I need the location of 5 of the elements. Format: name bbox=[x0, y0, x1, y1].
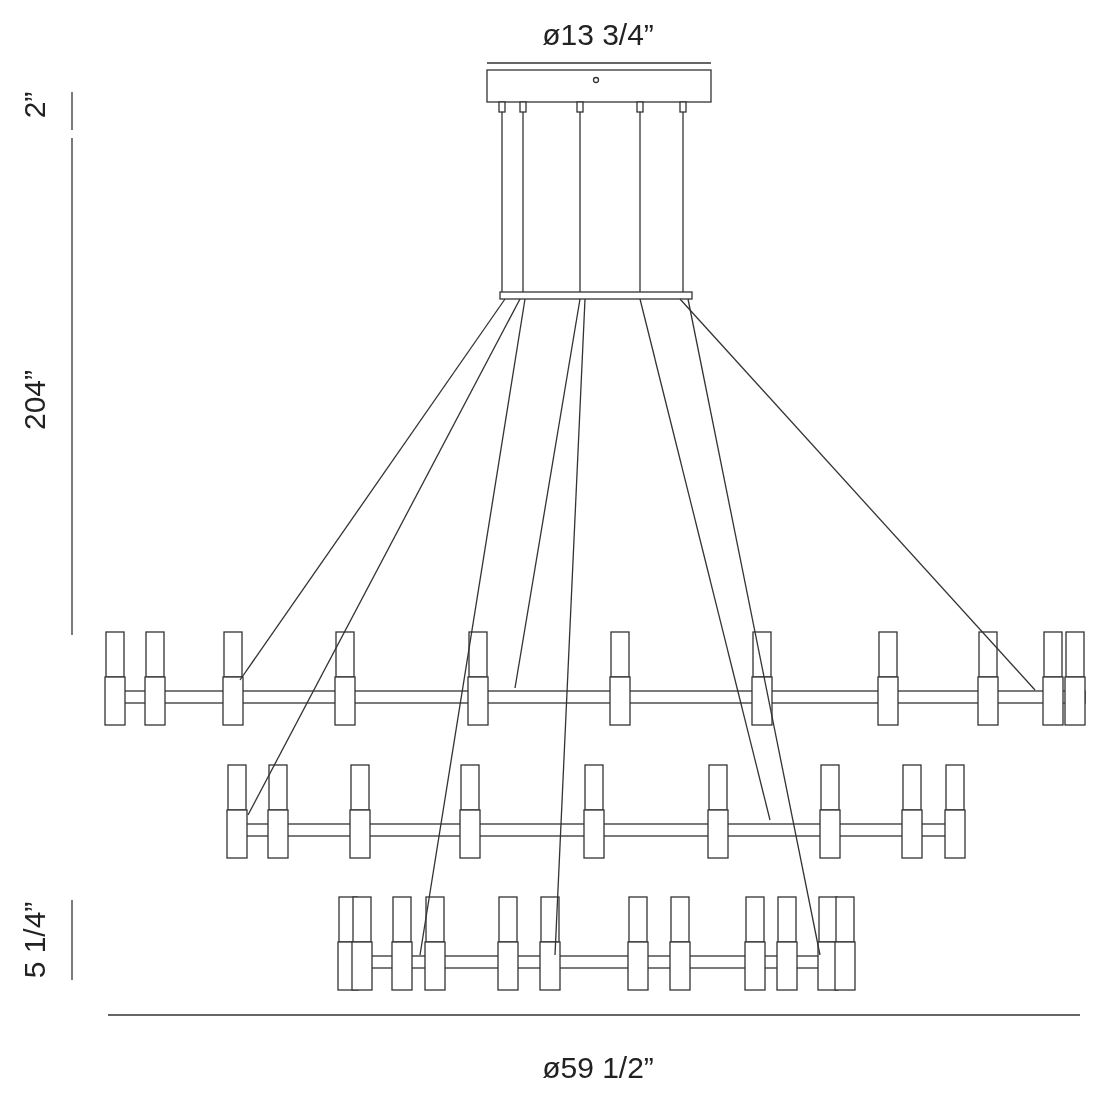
dimension-label: 2” bbox=[20, 91, 50, 119]
dimension-label: 204” bbox=[20, 370, 50, 430]
dimension-label: ø13 3/4” bbox=[542, 20, 654, 50]
dimension-label: ø59 1/2” bbox=[542, 1053, 654, 1083]
dimension-label: 5 1/4” bbox=[20, 901, 50, 979]
